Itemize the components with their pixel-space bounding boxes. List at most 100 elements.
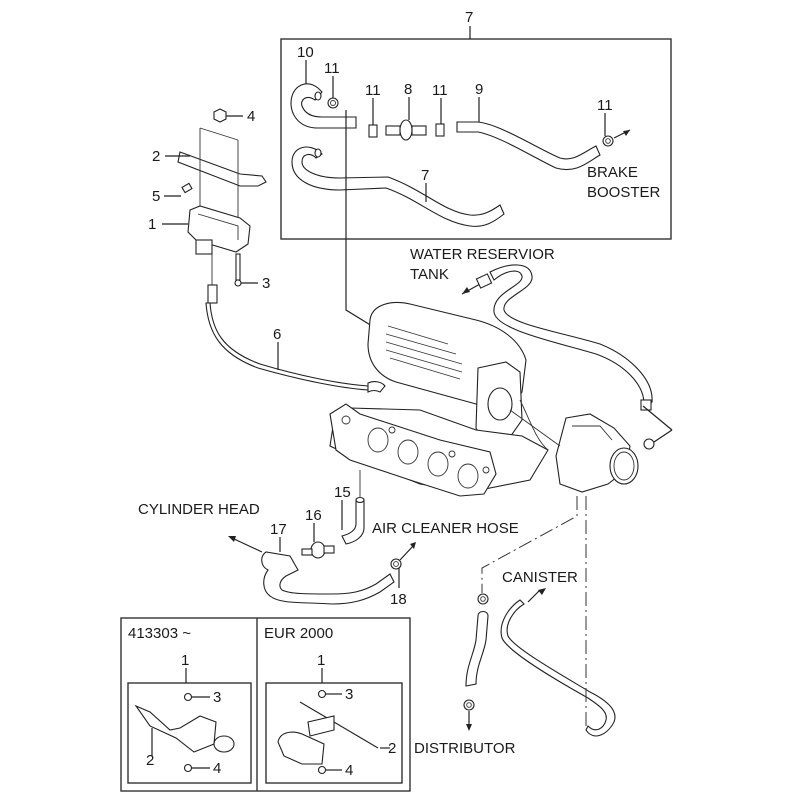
throttle-detail (572, 425, 613, 441)
valve-8-left-stem (385, 125, 401, 136)
variant-2-callout-2: 2 (388, 740, 396, 757)
throttle-link (509, 409, 561, 447)
variant-2-callout-4: 4 (345, 762, 353, 779)
variant-2-title: EUR 2000 (264, 625, 333, 642)
sensor-detail (197, 213, 239, 240)
variant-413303: 413303 ~ 1 3 2 4 (127, 625, 252, 784)
leader-line-distributor (481, 496, 578, 593)
variant-1-callout-4: 4 (213, 760, 221, 777)
clamp-18 (390, 558, 402, 570)
variant-1-nut (183, 763, 193, 773)
intake-manifold (329, 302, 549, 497)
variant-1-callout-1: 1 (181, 652, 189, 669)
label-canister: CANISTER (502, 569, 578, 586)
leader-line (642, 405, 673, 431)
callout-11-a: 11 (324, 60, 340, 77)
bracket-guide (199, 127, 239, 141)
clamp-11-a-inner (330, 100, 336, 106)
bolt-3 (235, 253, 241, 281)
valve-16-stem (323, 545, 335, 554)
label-brake: BRAKE (587, 164, 638, 181)
leader-line (653, 429, 673, 443)
variant-2-bracket (299, 701, 379, 749)
variant-2-callout-3: 3 (345, 686, 353, 703)
arrow-head-icon (410, 542, 416, 549)
callout-15: 15 (334, 484, 351, 501)
pcv-valve-16 (310, 541, 326, 559)
variant-2-callout-1: 1 (317, 652, 325, 669)
variant-2-inner-box (265, 682, 403, 784)
leader-line-manifold (345, 110, 373, 327)
clamp-11-d-inner (605, 138, 611, 144)
hose-6-fitting (207, 284, 218, 304)
hose-7-end (314, 148, 322, 158)
callout-1: 1 (148, 216, 156, 233)
top-hose-kit-group: 7 10 11 11 8 11 9 11 (280, 9, 672, 240)
pcv-hose-group: CYLINDER HEAD 15 16 17 18 AIR CLEANER HO… (138, 470, 519, 608)
variant-2-bolt (317, 689, 327, 699)
sensor-connector (195, 239, 213, 255)
distributor-canister-group: DISTRIBUTOR CANISTER (414, 496, 616, 757)
clamp-throttle (643, 438, 655, 450)
water-reservoir-hose-group: WATER RESERVIOR TANK (410, 246, 653, 411)
clamp-11-a (327, 97, 339, 109)
hose-17 (261, 551, 395, 605)
callout-8: 8 (404, 81, 412, 98)
callout-3: 3 (262, 275, 270, 292)
callout-7-hose: 7 (421, 167, 429, 184)
plenum-ribs (385, 325, 463, 380)
label-distributor: DISTRIBUTOR (414, 740, 516, 757)
clamp-11-d (602, 135, 614, 147)
clamp-inner (466, 702, 472, 708)
arrow-head-icon (623, 130, 630, 136)
hose-6-elbow (367, 381, 386, 393)
clamp-11-b (368, 124, 378, 138)
callout-11-d: 11 (597, 97, 613, 114)
port-openings (341, 415, 490, 489)
hose-6 (205, 302, 369, 391)
variant-eur2000: EUR 2000 1 3 2 4 (264, 625, 403, 784)
arrow-head-icon (462, 287, 470, 294)
variant-2-nut (317, 765, 327, 775)
variant-1-inner-box (127, 682, 252, 784)
air-cleaner-arrow (399, 544, 415, 561)
clamp-distributor-top (477, 593, 489, 605)
variant-1-callout-2: 2 (146, 752, 154, 769)
variant-2-bracket-plate (307, 715, 335, 737)
canister-arrow (527, 589, 541, 603)
callout-18: 18 (390, 591, 407, 608)
cylinder-head-flange (329, 403, 497, 497)
callout-7-top: 7 (465, 9, 473, 26)
variant-1-bolt (183, 692, 193, 702)
variant-1-bracket (134, 704, 217, 753)
manifold-detail (519, 399, 549, 451)
canister-hose (500, 599, 616, 737)
bolt-5 (181, 182, 193, 194)
valve-8-right-stem (411, 125, 427, 136)
label-cylinder-head: CYLINDER HEAD (138, 501, 260, 518)
hose-end-fitting-lower (640, 399, 652, 411)
label-water-reservoir: WATER RESERVIOR (410, 246, 555, 263)
variant-box: 413303 ~ 1 3 2 4 EUR 2000 1 3 (120, 617, 411, 792)
callout-6: 6 (273, 326, 281, 343)
hose-end-fitting (475, 273, 493, 289)
throttle-inlet (609, 447, 639, 485)
valve-8-body (399, 119, 413, 141)
variant-2-sensor (277, 731, 325, 765)
callout-16: 16 (305, 507, 322, 524)
distributor-hose (465, 610, 489, 687)
arrow-head-icon (466, 724, 472, 731)
throttle-body (509, 405, 673, 493)
bolt-3-head (234, 279, 242, 287)
arrow-head-icon (228, 536, 236, 542)
label-air-cleaner-hose: AIR CLEANER HOSE (372, 520, 519, 537)
nut-4 (213, 108, 227, 123)
callout-17: 17 (270, 521, 287, 538)
top-detail-box (280, 38, 672, 240)
hose-15-top (355, 496, 365, 504)
hose-6-group: 6 (205, 284, 386, 393)
callout-5: 5 (152, 188, 160, 205)
variant-1-title: 413303 ~ (128, 625, 191, 642)
callout-2: 2 (152, 148, 160, 165)
